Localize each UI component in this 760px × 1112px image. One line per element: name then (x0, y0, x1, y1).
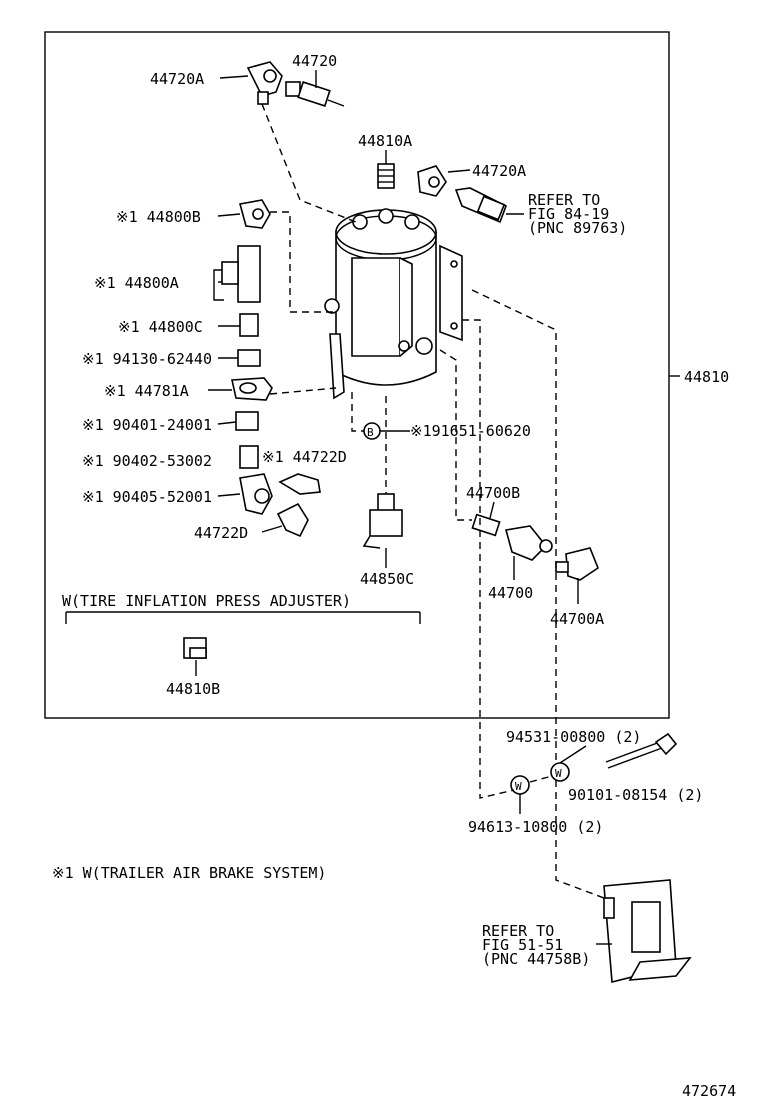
refer-51-51-line1: REFER TO (482, 922, 554, 940)
label-44722d-b: 44722D (194, 524, 248, 542)
label-90405: ※1 90405-52001 (82, 488, 212, 506)
label-44800a: ※1 44800A (94, 274, 179, 292)
valve-icon (213, 245, 261, 303)
label-94613: 94613-10800 (2) (468, 818, 603, 836)
label-44810b: 44810B (166, 680, 220, 698)
label-90101: 90101-08154 (2) (568, 786, 703, 804)
label-44800c: ※1 44800C (118, 318, 203, 336)
tank-icon (324, 208, 463, 400)
label-44800b: ※1 44800B (116, 208, 201, 226)
label-44720a-top: 44720A (150, 70, 204, 88)
label-91651: ※191651-60620 (410, 422, 531, 440)
refer-84-19-line3: (PNC 89763) (528, 219, 627, 237)
plug-icon (377, 163, 395, 189)
refer-84-19-line1: REFER TO (528, 191, 600, 209)
label-44810: 44810 (684, 368, 729, 386)
trailer-note: ※1 W(TRAILER AIR BRAKE SYSTEM) (52, 864, 326, 882)
tag-w2: W (555, 767, 562, 780)
tag-b: B (367, 426, 374, 439)
label-44700: 44700 (488, 584, 533, 602)
plug-icon (183, 637, 207, 659)
label-94130: ※1 94130-62440 (82, 350, 212, 368)
label-44700a: 44700A (550, 610, 604, 628)
label-94531: 94531-00800 (2) (506, 728, 641, 746)
bracket-icon (603, 879, 692, 984)
main-frame (44, 31, 670, 719)
label-44850c: 44850C (360, 570, 414, 588)
refer-51-51-line2: FIG 51-51 (482, 936, 563, 954)
label-44720: 44720 (292, 52, 337, 70)
label-90402: ※1 90402-53002 (82, 452, 212, 470)
elbow-fitting-icon (417, 165, 447, 197)
valve-icon (285, 81, 345, 107)
diagram-number: 472674 (682, 1082, 736, 1100)
label-44720a-right: 44720A (472, 162, 526, 180)
refer-84-19-line2: FIG 84-19 (528, 205, 609, 223)
refer-51-51-line3: (PNC 44758B) (482, 950, 590, 968)
elbow-fitting-icon (238, 199, 271, 229)
tire-section-title: W(TIRE INFLATION PRESS ADJUSTER) (62, 592, 351, 610)
label-44781a: ※1 44781A (104, 382, 189, 400)
connector-icon (362, 493, 403, 549)
connector-icon (454, 187, 508, 224)
label-44810a: 44810A (358, 132, 412, 150)
elbow-fitting-icon (246, 61, 283, 105)
label-90401: ※1 90401-24001 (82, 416, 212, 434)
connector-icon (471, 513, 599, 581)
elbow-fitting-icon (239, 473, 321, 538)
label-44722d-a: ※1 44722D (262, 448, 347, 466)
label-44700b: 44700B (466, 484, 520, 502)
tag-w1: W (515, 780, 522, 793)
bolt-icon (605, 732, 678, 769)
nut-icon (235, 313, 261, 469)
gasket-icon (231, 377, 273, 401)
